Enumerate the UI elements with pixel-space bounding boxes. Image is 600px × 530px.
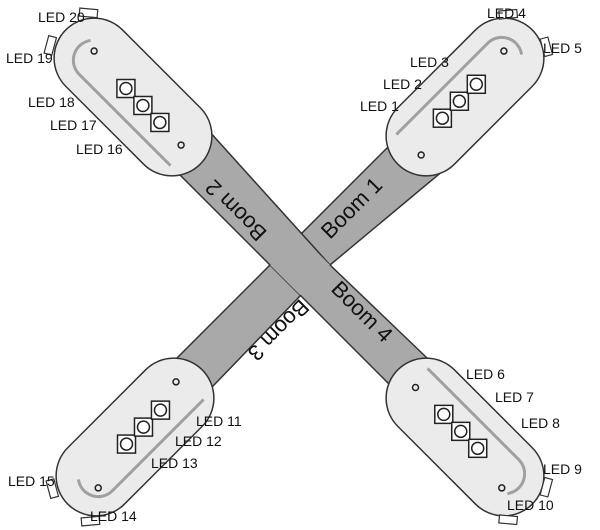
pod-boom-4 <box>385 357 554 526</box>
direction-arrow <box>395 35 524 136</box>
led-chip <box>449 91 470 111</box>
led-label-13: LED 13 <box>151 455 198 471</box>
led-chip <box>434 404 454 425</box>
led-label-16: LED 16 <box>76 141 123 157</box>
led-label-5: LED 5 <box>543 40 582 56</box>
led-label-9: LED 9 <box>543 461 582 477</box>
led-label-15: LED 15 <box>8 473 55 489</box>
led-chip <box>467 438 488 459</box>
led-label-14: LED 14 <box>90 508 137 524</box>
led-chip <box>116 434 137 454</box>
direction-arrow <box>71 38 172 167</box>
led-label-12: LED 12 <box>175 433 222 449</box>
led-label-17: LED 17 <box>50 117 97 133</box>
led-label-18: LED 18 <box>28 94 75 110</box>
direction-arrow <box>426 367 527 496</box>
led-label-11: LED 11 <box>196 413 242 429</box>
led-chip <box>116 78 136 99</box>
direction-arrow <box>76 398 205 499</box>
pod-boom-2 <box>43 7 213 177</box>
led-chip <box>466 74 487 95</box>
led-chip <box>150 400 171 420</box>
led-label-6: LED 6 <box>466 366 505 382</box>
led-chip <box>432 108 453 128</box>
led-label-2: LED 2 <box>383 76 422 92</box>
led-chip <box>150 112 170 133</box>
led-label-20: LED 20 <box>38 9 85 25</box>
pod-boom-3 <box>45 357 215 527</box>
led-chip <box>451 421 471 442</box>
pod-boom-1 <box>385 8 554 177</box>
led-label-8: LED 8 <box>521 415 560 431</box>
led-label-1: LED 1 <box>360 98 399 114</box>
led-label-3: LED 3 <box>410 54 449 70</box>
led-chip <box>133 417 154 437</box>
boom-hub <box>270 235 330 295</box>
led-label-4: LED 4 <box>487 5 526 21</box>
led-chip <box>133 95 153 116</box>
led-label-10: LED 10 <box>507 497 554 513</box>
led-label-7: LED 7 <box>495 389 534 405</box>
led-label-19: LED 19 <box>6 50 53 66</box>
